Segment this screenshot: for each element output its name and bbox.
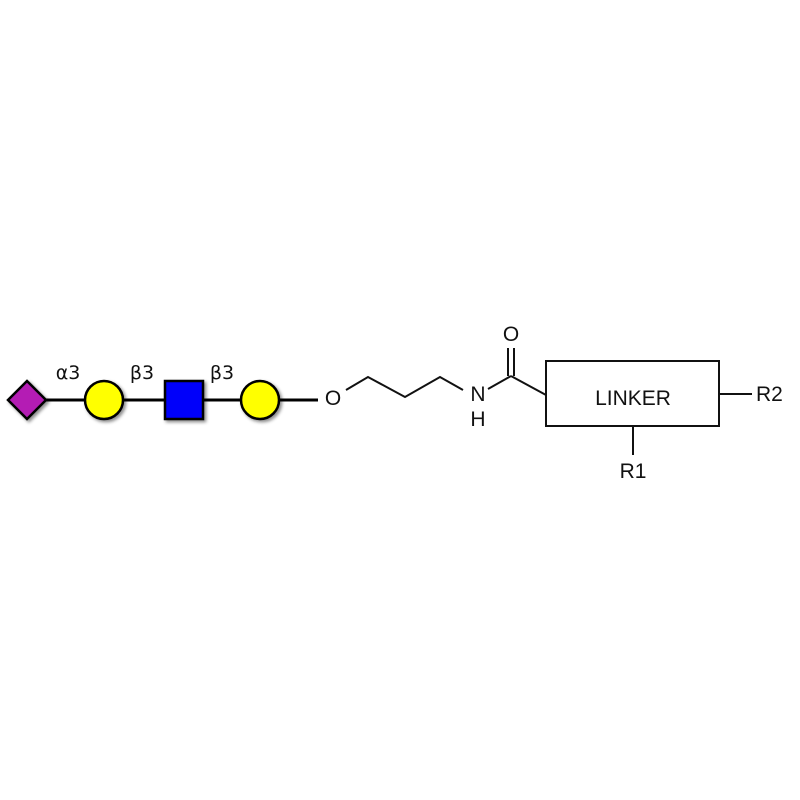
sialic-acid-diamond-icon — [6, 379, 48, 421]
glcnac-square-icon — [163, 379, 205, 421]
hydrogen-atom-label: H — [470, 408, 485, 431]
propyl-chain — [345, 375, 464, 399]
galactose-circle-icon — [239, 379, 281, 421]
linkage-label: α3 — [56, 362, 81, 384]
linker-label: LINKER — [595, 387, 671, 410]
amide-bond — [487, 375, 512, 390]
oxygen-atom-label: O — [325, 387, 341, 410]
linkage-label: β3 — [210, 362, 234, 384]
galactose-circle-icon — [83, 379, 125, 421]
linkage-label: β3 — [130, 362, 154, 384]
r2-label: R2 — [756, 383, 783, 406]
r1-label: R1 — [620, 460, 647, 483]
linker-bond — [510, 375, 547, 396]
linker-box — [545, 360, 720, 427]
carbonyl-oxygen-label: O — [503, 323, 519, 346]
nitrogen-atom-label: N — [470, 383, 485, 406]
